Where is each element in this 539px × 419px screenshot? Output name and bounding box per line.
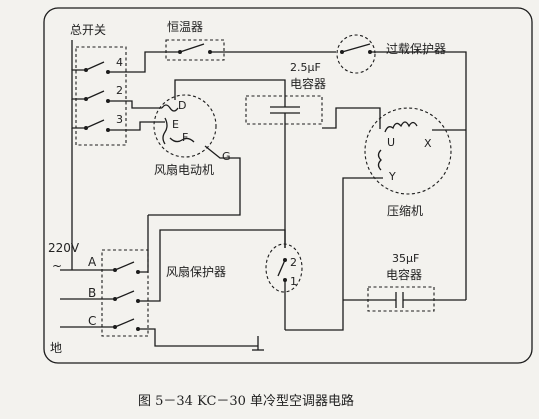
- compressor-terminal-x: X: [424, 137, 432, 150]
- fan-terminal-g: G: [222, 150, 231, 163]
- ground-label: 地: [50, 341, 62, 355]
- fan-protector-label: 风扇保护器: [166, 264, 226, 279]
- fan-protector-contact: [277, 258, 287, 282]
- supply-switch-contacts: [113, 261, 140, 331]
- ac-symbol: ~: [52, 259, 62, 273]
- cap-comp-value: 35μF: [392, 252, 419, 265]
- thermostat-contact: [178, 43, 212, 54]
- voltage-label: 220V: [48, 241, 80, 255]
- fan-terminal-f: F: [182, 131, 188, 144]
- cap-comp-box: [367, 286, 435, 312]
- supply-terminal-box: [101, 249, 149, 337]
- fan-protector-terminal-1: 1: [290, 275, 297, 288]
- fan-motor-label: 风扇电动机: [154, 162, 214, 177]
- cap-run-name: 电容器: [290, 76, 326, 91]
- switch-terminal-3: 3: [116, 113, 123, 126]
- compressor: [364, 107, 452, 195]
- diagram-frame: [43, 7, 533, 364]
- thermostat-label: 恒温器: [167, 20, 203, 34]
- main-switch-contacts: [84, 61, 110, 132]
- cap-comp-name: 电容器: [386, 267, 422, 282]
- fan-protector-terminal-2: 2: [290, 256, 297, 269]
- main-switch-box: [75, 46, 127, 146]
- switch-terminal-2: 2: [116, 84, 123, 97]
- compressor-terminal-y: Y: [388, 170, 396, 183]
- overload-protector: [336, 34, 376, 74]
- switch-terminal-4: 4: [116, 56, 123, 69]
- supply-line-c: C: [88, 314, 96, 328]
- thermostat-box: [165, 39, 225, 61]
- overload-protector-label: 过载保护器: [386, 42, 446, 56]
- fan-motor: [153, 94, 217, 158]
- cap-run-value: 2.5μF: [290, 61, 321, 74]
- fan-terminal-d: D: [178, 99, 186, 112]
- cap-run-box: [245, 95, 323, 125]
- main-switch-label: 总开关: [70, 23, 106, 37]
- figure-caption: 图 5－34 KC－30 单冷型空调器电路: [138, 393, 354, 409]
- fan-protector: [265, 243, 303, 293]
- fan-terminal-e: E: [172, 118, 179, 131]
- supply-line-a: A: [88, 255, 97, 269]
- compressor-terminal-u: U: [387, 136, 395, 149]
- supply-line-b: B: [88, 286, 96, 300]
- compressor-label: 压缩机: [387, 203, 423, 218]
- overload-contact: [340, 43, 372, 54]
